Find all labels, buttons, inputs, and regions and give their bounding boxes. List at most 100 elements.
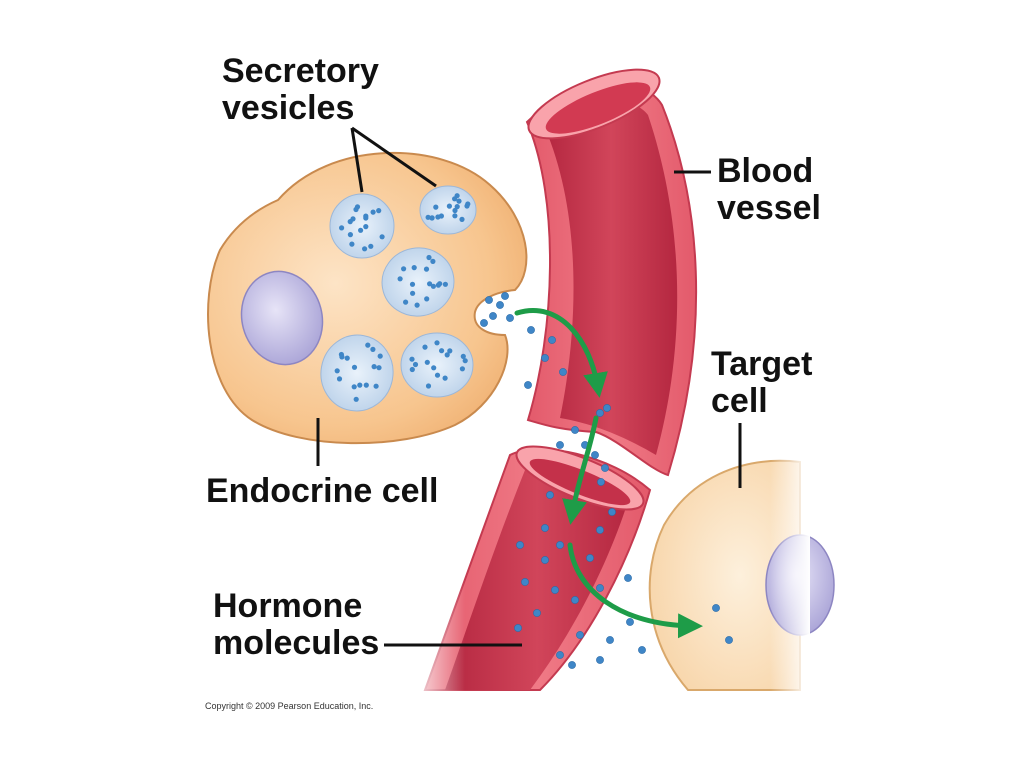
hormone-molecules [480, 292, 733, 669]
vesicle-granule [447, 348, 453, 354]
leader-lines [316, 126, 742, 647]
label-endocrine-text: Endocrine cell [206, 472, 439, 510]
vesicle-granule [379, 234, 385, 240]
hormone-molecule [533, 609, 541, 617]
label-secretory-vesicles: Secretory vesicles [222, 53, 379, 127]
vesicle-granule [351, 364, 358, 370]
hormone-molecule [501, 292, 509, 300]
label-secretory-line2: vesicles [222, 89, 355, 127]
vesicle-granule [401, 266, 407, 272]
vesicle-granule [336, 376, 343, 382]
hormone-molecule [725, 636, 733, 644]
hormone-molecule [626, 618, 634, 626]
vesicle-granule [334, 368, 340, 374]
secretory-vesicle [329, 193, 395, 259]
hormone-molecule [712, 604, 720, 612]
vesicle-granule [452, 196, 458, 202]
label-hormone-line1: Hormone [213, 587, 363, 625]
vesicle-granule [438, 213, 444, 219]
hormone-molecule [506, 314, 514, 322]
vesicle-granule [371, 364, 377, 370]
vesicle-granule [409, 281, 416, 287]
vesicle-granule [362, 246, 368, 252]
vesicle-granule [429, 215, 435, 221]
hormone-molecule [524, 381, 532, 389]
hormone-molecule [571, 426, 579, 434]
leader-secretory-left [350, 127, 364, 193]
hormone-molecule [541, 524, 549, 532]
vesicle-granule [363, 224, 369, 230]
hormone-molecule [596, 526, 604, 534]
leader-secretory-right [351, 126, 437, 188]
hormone-molecule [521, 578, 529, 586]
endocrine-nucleus [240, 270, 324, 366]
vesicle-granule [339, 225, 345, 231]
vesicle-granule [424, 296, 430, 302]
vesicle-granule [376, 208, 382, 214]
vesicle-granule [452, 207, 458, 214]
label-hormone-line2: molecules [213, 624, 380, 662]
vesicle-granule [430, 283, 436, 289]
hormone-molecule [480, 319, 488, 327]
hormone-molecule [556, 441, 564, 449]
vesicle-granule [464, 203, 470, 209]
hormone-molecule [603, 404, 611, 412]
label-endocrine-cell: Endocrine cell [206, 473, 438, 510]
vesicle-granule [351, 384, 357, 390]
vesicle-granule [427, 281, 433, 287]
hormone-molecule [596, 584, 604, 592]
copyright-notice: Copyright © 2009 Pearson Education, Inc. [205, 701, 374, 711]
hormone-molecule [638, 646, 646, 654]
vesicle-granule [434, 340, 440, 346]
label-target-line1: Target [711, 345, 813, 383]
vesicle-granule [462, 358, 468, 364]
hormone-molecule [556, 651, 564, 659]
vesicle-granule [452, 213, 458, 219]
vesicle-granule [358, 227, 364, 233]
arrow-transport [562, 415, 599, 525]
hormone-molecule [485, 296, 493, 304]
vesicle-granule [338, 351, 344, 358]
vesicle-granule [373, 383, 379, 389]
hormone-molecule [606, 636, 614, 644]
vesicle-granule [403, 299, 409, 305]
hormone-molecule [548, 336, 556, 344]
vesicle-granule [446, 203, 452, 209]
vesicle-granule [410, 290, 416, 296]
vesicle-granule [433, 204, 439, 210]
vesicle-granule [426, 254, 432, 261]
vesicle-granule [376, 365, 382, 371]
hormone-molecule [556, 541, 564, 549]
hormone-molecule [596, 656, 604, 664]
vesicle-granule [409, 366, 415, 373]
label-secretory-line1: Secretory [222, 52, 379, 90]
vesicle-granule [363, 382, 369, 388]
arrow-delivery [567, 542, 703, 639]
endocrine-cell [207, 151, 528, 445]
vesicle-granule [370, 346, 376, 352]
hormone-molecule [591, 451, 599, 459]
vesicle-granule [439, 348, 445, 354]
vesicle-granule [425, 214, 431, 220]
vesicle-granule [459, 216, 465, 222]
hormone-molecule [596, 409, 604, 417]
vesicle-granule [459, 366, 465, 372]
secretory-vesicle [419, 185, 477, 235]
vesicle-granule [442, 281, 448, 287]
hormone-molecule [601, 464, 609, 472]
hormone-molecule [516, 541, 524, 549]
hormone-molecule [608, 508, 616, 516]
vesicle-granule [370, 209, 376, 215]
blood-vessel-lower [405, 445, 652, 695]
vesicle-granule [347, 219, 353, 225]
vesicle-granule [349, 241, 355, 247]
vesicle-granule [435, 282, 441, 288]
vesicle-granule [424, 359, 430, 365]
vesicle-granule [454, 204, 460, 210]
secretory-vesicle [400, 332, 474, 398]
hormone-molecule [514, 624, 522, 632]
vesicle-granule [347, 232, 353, 238]
hormone-molecule [546, 491, 554, 499]
label-blood-vessel: Blood vessel [717, 153, 821, 227]
